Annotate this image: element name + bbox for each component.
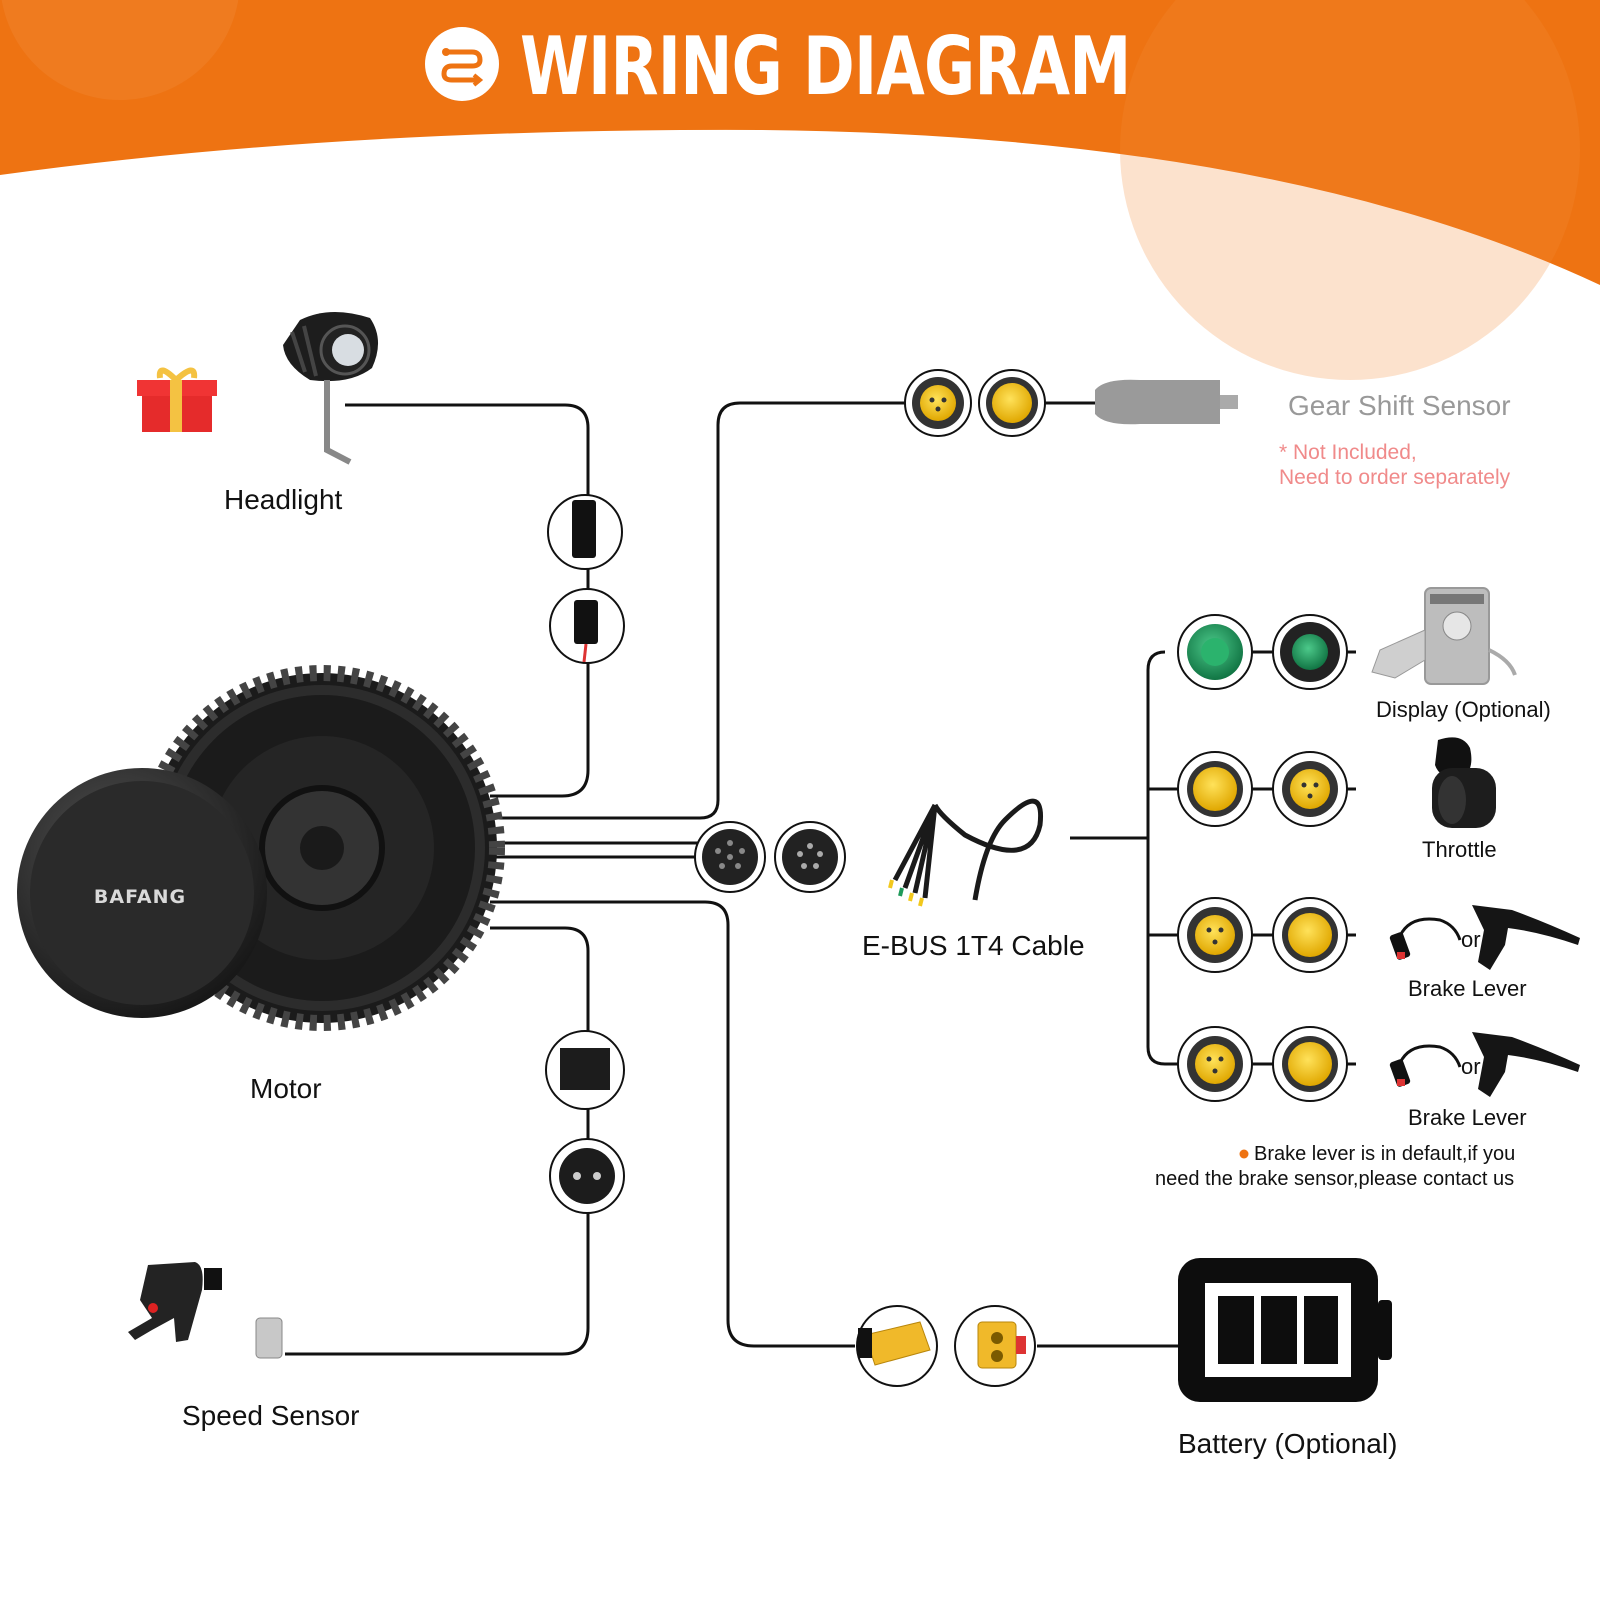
ebus-cable-icon bbox=[888, 798, 1044, 907]
ebus-connector-b bbox=[774, 821, 846, 893]
ebus-cable-label: E-BUS 1T4 Cable bbox=[862, 930, 1085, 961]
brake2-connector-a bbox=[1177, 1026, 1253, 1102]
wire-gear-sensor bbox=[490, 401, 910, 820]
brake-or-label-2: or bbox=[1461, 1054, 1481, 1079]
throttle-label: Throttle bbox=[1422, 837, 1497, 862]
display-icon bbox=[1371, 587, 1517, 685]
throttle-icon bbox=[1432, 737, 1496, 828]
gear-shift-sensor-icon bbox=[1095, 379, 1238, 425]
gear-connector-a bbox=[904, 369, 972, 437]
display-connector-a bbox=[1177, 614, 1253, 690]
battery-connector-b bbox=[954, 1305, 1036, 1387]
wire-battery bbox=[490, 900, 855, 1348]
wire-ebus-branches bbox=[1146, 650, 1356, 1066]
motor-brand: BAFANG bbox=[94, 886, 186, 908]
note-bullet-icon bbox=[1239, 1149, 1249, 1159]
gear-shift-sensor-label: Gear Shift Sensor bbox=[1288, 390, 1511, 421]
brake-lever-icon-2 bbox=[1389, 1032, 1580, 1097]
throttle-connector-a bbox=[1177, 751, 1253, 827]
speed-connector-b bbox=[549, 1138, 625, 1214]
speed-connector-a bbox=[545, 1030, 625, 1110]
speed-sensor-label: Speed Sensor bbox=[182, 1400, 360, 1431]
display-connector-b bbox=[1272, 614, 1348, 690]
battery-label: Battery (Optional) bbox=[1178, 1428, 1398, 1459]
ebus-connector-a bbox=[694, 821, 766, 893]
headlight-connector-a bbox=[547, 494, 623, 570]
wiring-route-icon bbox=[425, 27, 499, 101]
header-banner bbox=[0, 0, 1600, 380]
gear-note-line2: Need to order separately bbox=[1279, 466, 1511, 489]
brake-note-line2: need the brake sensor,please contact us bbox=[1155, 1168, 1515, 1190]
throttle-connector-b bbox=[1272, 751, 1348, 827]
speed-sensor-icon bbox=[128, 1262, 283, 1359]
brake1-connector-a bbox=[1177, 897, 1253, 973]
brake2-connector-b bbox=[1272, 1026, 1348, 1102]
display-label: Display (Optional) bbox=[1376, 697, 1551, 722]
gear-note-line1: * Not Included, bbox=[1279, 441, 1417, 464]
brake-lever-icon-1 bbox=[1389, 905, 1580, 970]
brake1-connector-b bbox=[1272, 897, 1348, 973]
page-title: WIRING DIAGRAM bbox=[520, 20, 1131, 113]
battery-icon bbox=[1178, 1258, 1392, 1402]
motor-housing bbox=[17, 768, 267, 1018]
headlight-connector-b bbox=[549, 588, 625, 664]
brake-or-label-1: or bbox=[1461, 927, 1481, 952]
brake-lever-label-2: Brake Lever bbox=[1408, 1105, 1527, 1130]
brake-lever-label-1: Brake Lever bbox=[1408, 976, 1527, 1001]
headlight-icon bbox=[283, 311, 379, 465]
headlight-label: Headlight bbox=[224, 484, 343, 515]
battery-connector-a bbox=[856, 1305, 938, 1387]
motor-label: Motor bbox=[250, 1073, 322, 1104]
brake-note-line1: Brake lever is in default,if you bbox=[1254, 1143, 1516, 1165]
gear-connector-b bbox=[978, 369, 1046, 437]
gift-icon bbox=[137, 367, 217, 432]
